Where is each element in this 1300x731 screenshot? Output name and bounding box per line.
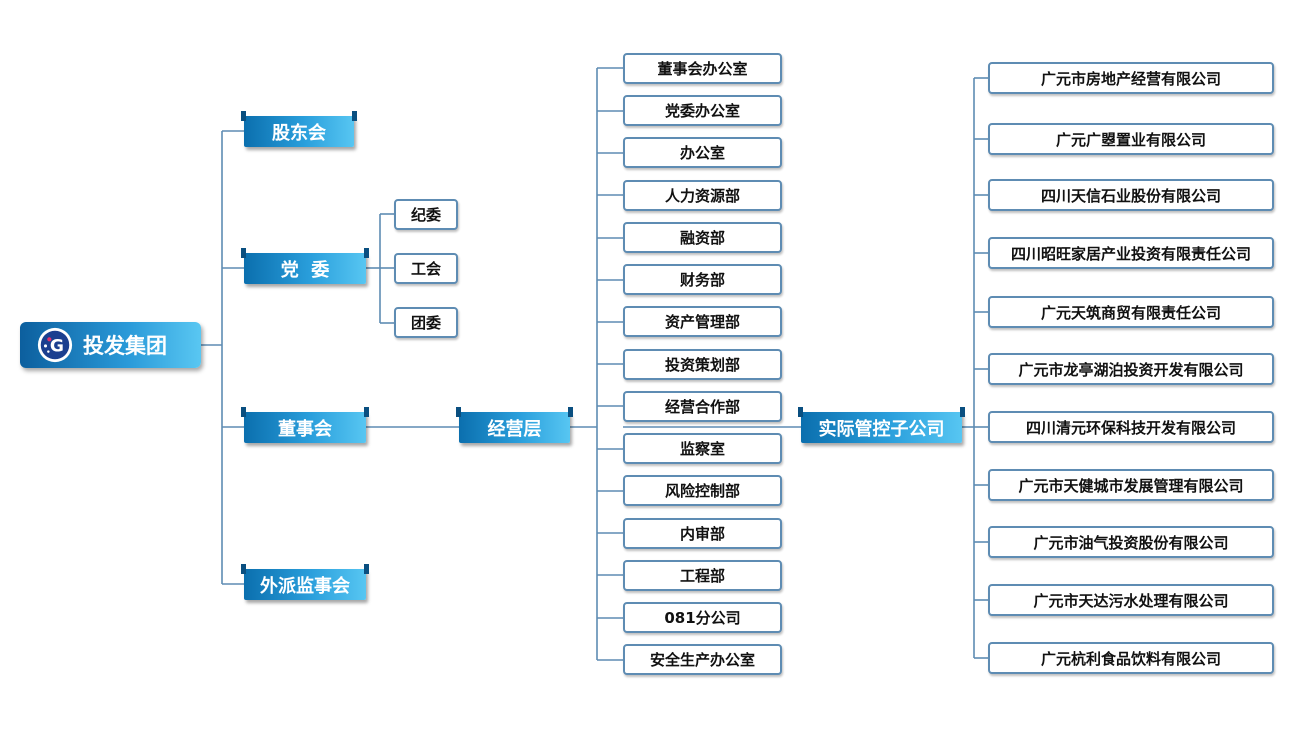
department-node: 081分公司 bbox=[623, 602, 782, 633]
department-node: 监察室 bbox=[623, 433, 782, 464]
department-node: 办公室 bbox=[623, 137, 782, 168]
subsidiaries-header-node: 实际管控子公司 bbox=[798, 407, 965, 443]
subsidiary-node: 广元市房地产经营有限公司 bbox=[988, 62, 1274, 94]
department-node: 风险控制部 bbox=[623, 475, 782, 506]
logo-letter: G bbox=[50, 337, 64, 357]
department-node: 工程部 bbox=[623, 560, 782, 591]
youth-league-node: 团委 bbox=[394, 307, 458, 338]
department-node: 内审部 bbox=[623, 518, 782, 549]
department-node: 安全生产办公室 bbox=[623, 644, 782, 675]
board-of-directors-node: 董事会 bbox=[241, 407, 369, 443]
subsidiary-node: 四川天信石业股份有限公司 bbox=[988, 179, 1274, 211]
department-node: 人力资源部 bbox=[623, 180, 782, 211]
company-logo-icon: G bbox=[37, 327, 73, 363]
subsidiary-node: 广元广曌置业有限公司 bbox=[988, 123, 1274, 155]
discipline-committee-node: 纪委 bbox=[394, 199, 458, 230]
department-node: 投资策划部 bbox=[623, 349, 782, 380]
trade-union-node: 工会 bbox=[394, 253, 458, 284]
subsidiary-node: 广元市天健城市发展管理有限公司 bbox=[988, 469, 1274, 501]
shareholders-meeting-node: 股东会 bbox=[241, 111, 357, 147]
subsidiary-node: 广元市天达污水处理有限公司 bbox=[988, 584, 1274, 616]
root-node: G 投发集团 bbox=[20, 322, 201, 368]
subsidiary-node: 广元市油气投资股份有限公司 bbox=[988, 526, 1274, 558]
department-node: 经营合作部 bbox=[623, 391, 782, 422]
supervisory-board-node: 外派监事会 bbox=[241, 564, 369, 600]
department-node: 党委办公室 bbox=[623, 95, 782, 126]
department-node: 融资部 bbox=[623, 222, 782, 253]
department-node: 财务部 bbox=[623, 264, 782, 295]
subsidiary-node: 四川清元环保科技开发有限公司 bbox=[988, 411, 1274, 443]
subsidiary-node: 四川昭旺家居产业投资有限责任公司 bbox=[988, 237, 1274, 269]
department-node: 资产管理部 bbox=[623, 306, 782, 337]
subsidiary-node: 广元市龙亭湖泊投资开发有限公司 bbox=[988, 353, 1274, 385]
root-title: 投发集团 bbox=[83, 334, 167, 358]
subsidiary-node: 广元杭利食品饮料有限公司 bbox=[988, 642, 1274, 674]
operations-node: 经营层 bbox=[456, 407, 573, 443]
party-committee-node: 党 委 bbox=[241, 248, 369, 284]
department-node: 董事会办公室 bbox=[623, 53, 782, 84]
subsidiary-node: 广元天筑商贸有限责任公司 bbox=[988, 296, 1274, 328]
